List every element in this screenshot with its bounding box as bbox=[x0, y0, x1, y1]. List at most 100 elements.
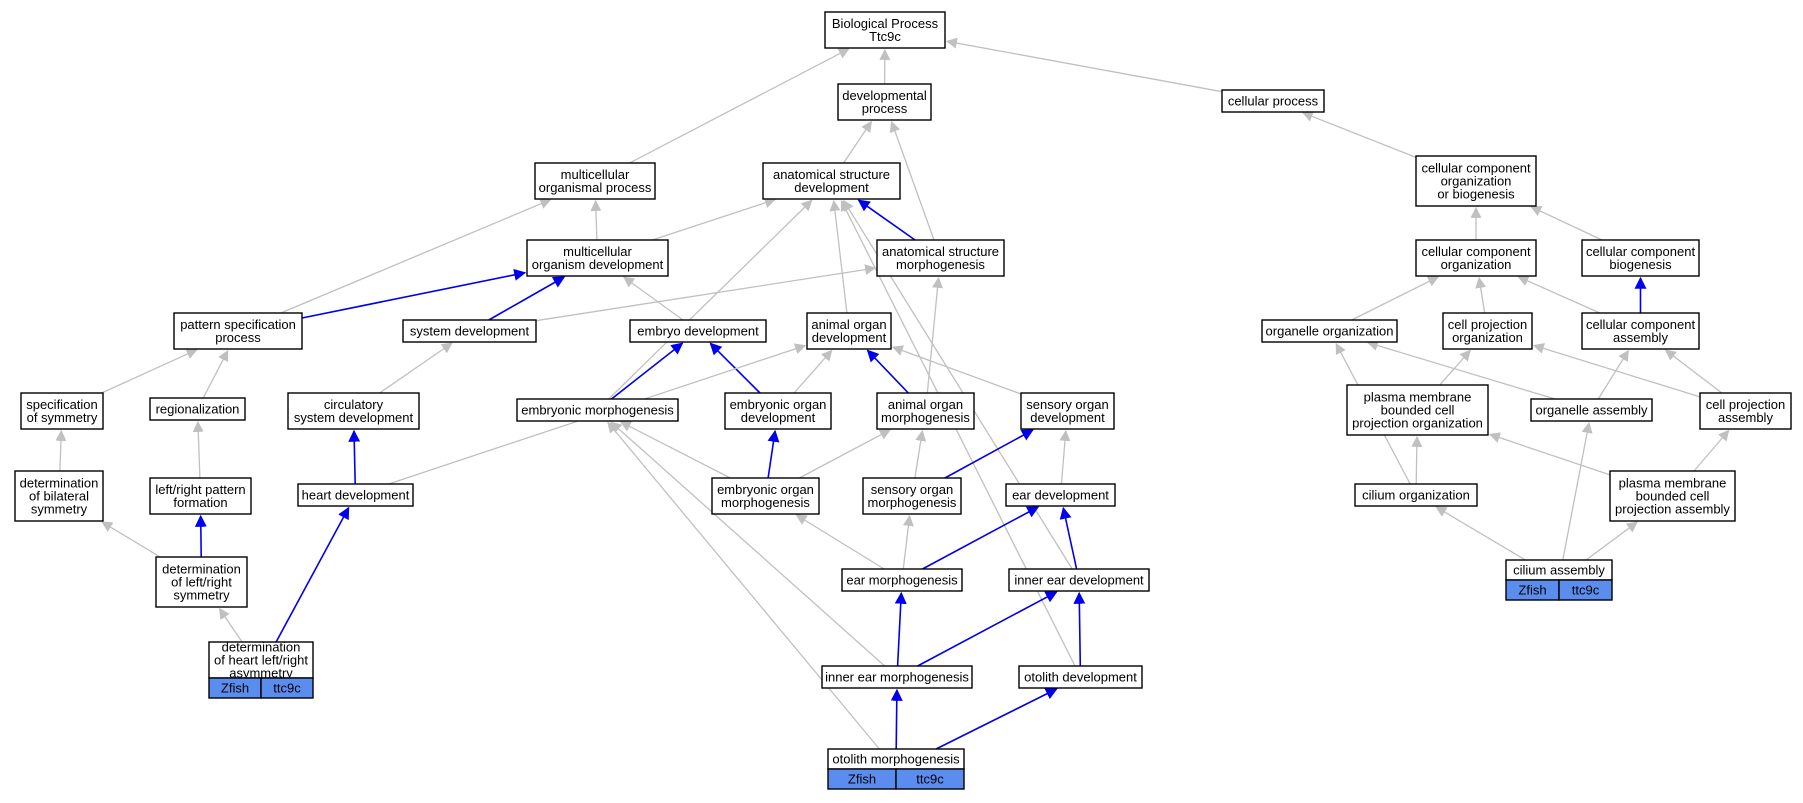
node-oo[interactable]: organelle organization bbox=[1261, 319, 1398, 343]
tag-label: Zfish bbox=[1518, 583, 1546, 598]
node-label-line: development bbox=[812, 330, 887, 345]
tag-cell[interactable] bbox=[1558, 579, 1613, 601]
node-box bbox=[724, 392, 832, 430]
node-label-line: embryonic morphogenesis bbox=[521, 403, 674, 418]
node-ied[interactable]: inner ear development bbox=[1008, 568, 1150, 592]
edge-som-to-sod bbox=[944, 429, 1034, 479]
node-label-line: circulatory bbox=[324, 397, 384, 412]
tag-cell[interactable] bbox=[895, 768, 965, 790]
node-iem[interactable]: inner ear morphogenesis bbox=[821, 665, 973, 689]
edge-dlrs-to-dbs bbox=[101, 521, 161, 558]
node-box bbox=[1699, 392, 1792, 430]
node-box bbox=[1354, 483, 1478, 507]
node-earm[interactable]: ear morphogenesis bbox=[841, 568, 963, 592]
node-label-line: plasma membrane bbox=[1364, 390, 1472, 405]
node-co[interactable]: cilium organization bbox=[1354, 483, 1478, 507]
edge-co-to-pmbcpo bbox=[1411, 435, 1423, 485]
node-label-line: symmetry bbox=[173, 588, 230, 603]
node-box bbox=[1008, 568, 1150, 592]
edge-ca-to-pmbcpa bbox=[1585, 521, 1638, 561]
node-hd[interactable]: heart development bbox=[297, 483, 414, 507]
node-sd[interactable]: system development bbox=[402, 319, 537, 343]
edge-iem-to-em bbox=[610, 421, 886, 667]
node-label-line: embryonic organ bbox=[730, 397, 827, 412]
node-reg[interactable]: regionalization bbox=[149, 397, 246, 421]
node-label-line: development bbox=[741, 410, 816, 425]
edge-mop-to-bp bbox=[629, 48, 850, 164]
node-label-line: morphogenesis bbox=[896, 257, 985, 272]
edge-oa-to-oo bbox=[1366, 340, 1556, 400]
edge-eard-to-sod bbox=[1059, 429, 1071, 485]
node-otd[interactable]: otolith development bbox=[1018, 665, 1143, 689]
node-box bbox=[173, 312, 303, 350]
node-label-line: organization bbox=[1441, 174, 1512, 189]
node-box bbox=[1221, 89, 1325, 113]
node-label-line: morphogenesis bbox=[721, 495, 810, 510]
node-label-line: of heart left/right bbox=[214, 653, 308, 668]
node-label-line: organelle organization bbox=[1266, 324, 1394, 339]
node-label-line: organismal process bbox=[539, 180, 652, 195]
edges-layer bbox=[55, 37, 1730, 750]
edge-ca-to-oa bbox=[1562, 421, 1593, 561]
node-label-line: determination bbox=[20, 476, 99, 491]
node-label-line: developmental bbox=[842, 88, 927, 103]
node-label-line: ear development bbox=[1012, 488, 1109, 503]
node-box bbox=[824, 11, 946, 49]
node-label-line: otolith development bbox=[1024, 670, 1137, 685]
node-box bbox=[1442, 312, 1533, 350]
node-box bbox=[762, 162, 901, 200]
edge-mod-to-asd bbox=[651, 197, 776, 241]
edge-em-to-asd bbox=[608, 199, 813, 400]
tag-label: Zfish bbox=[221, 681, 249, 696]
tag-cell[interactable] bbox=[260, 677, 314, 699]
edge-ccb-to-ccob bbox=[1530, 206, 1603, 241]
node-em[interactable]: embryonic morphogenesis bbox=[516, 398, 679, 422]
node-box bbox=[1020, 392, 1115, 430]
edge-earm-to-eard bbox=[922, 506, 1040, 570]
edge-iem-to-ied bbox=[917, 591, 1058, 667]
edge-earm-to-eom bbox=[795, 514, 885, 570]
node-label-line: anatomical structure bbox=[882, 244, 999, 259]
node-label-line: asymmetry bbox=[229, 666, 293, 681]
node-label-line: symmetry bbox=[31, 502, 88, 517]
edge-ed-to-mod bbox=[623, 276, 684, 321]
node-box bbox=[516, 398, 679, 422]
node-label-line: development bbox=[794, 180, 869, 195]
edge-dlrs-to-lrpf bbox=[194, 514, 207, 558]
node-cp[interactable]: cellular process bbox=[1221, 89, 1325, 113]
node-label-line: organization bbox=[1452, 330, 1523, 345]
node-oa[interactable]: organelle assembly bbox=[1530, 398, 1653, 422]
edge-pmbcpo-to-cpo bbox=[1439, 349, 1471, 386]
node-ed[interactable]: embryo development bbox=[629, 319, 767, 343]
node-eard[interactable]: ear development bbox=[1005, 483, 1116, 507]
